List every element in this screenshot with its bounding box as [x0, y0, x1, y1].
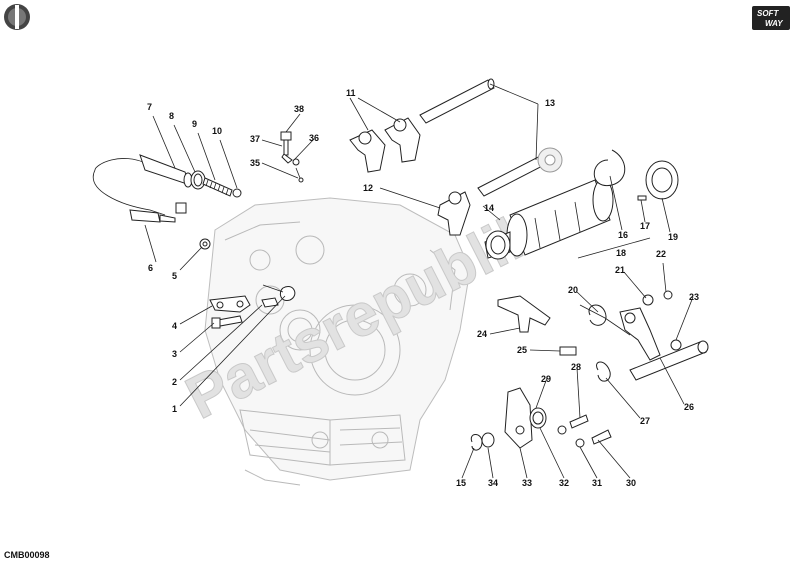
callout-5: 5 — [172, 271, 177, 281]
callout-25: 25 — [517, 345, 527, 355]
spring-clip — [261, 297, 279, 308]
callout-34: 34 — [488, 478, 498, 488]
bolt — [569, 414, 589, 429]
screw — [280, 131, 292, 141]
section-marker-icon — [4, 4, 30, 30]
callout-17: 17 — [640, 221, 650, 231]
callout-20: 20 — [568, 285, 578, 295]
callout-36: 36 — [309, 133, 319, 143]
callout-7: 7 — [147, 102, 152, 112]
callout-21: 21 — [615, 265, 625, 275]
callout-26: 26 — [684, 402, 694, 412]
callout-labels: 1 2 3 4 5 6 7 8 9 10 11 12 13 14 15 16 1… — [147, 88, 699, 488]
callout-18: 18 — [616, 248, 626, 258]
callout-37: 37 — [250, 134, 260, 144]
torsion-spring-27 — [596, 361, 611, 382]
leader-lines — [144, 83, 694, 479]
shift-fork-lower — [437, 191, 471, 236]
callout-9: 9 — [192, 119, 197, 129]
callout-8: 8 — [169, 111, 174, 121]
callout-32: 32 — [559, 478, 569, 488]
callout-31: 31 — [592, 478, 602, 488]
neutral-sensor — [92, 154, 193, 223]
bolt — [591, 429, 612, 445]
svg-text:WAY: WAY — [765, 19, 783, 28]
selector-bracket — [504, 387, 533, 449]
pin — [637, 195, 647, 201]
callout-16: 16 — [618, 230, 628, 240]
svg-text:SOFT: SOFT — [757, 9, 779, 18]
callout-28: 28 — [571, 362, 581, 372]
callout-11: 11 — [346, 88, 356, 98]
fork-shaft — [419, 79, 495, 124]
callout-33: 33 — [522, 478, 532, 488]
crankcase-outline — [204, 197, 471, 486]
softway-logo: SOFT WAY — [752, 6, 790, 30]
callout-38: 38 — [294, 104, 304, 114]
circlip — [593, 149, 626, 186]
callout-2: 2 — [172, 377, 177, 387]
callout-1: 1 — [172, 404, 177, 414]
callout-27: 27 — [640, 416, 650, 426]
shift-fork — [349, 117, 421, 173]
callout-3: 3 — [172, 349, 177, 359]
callout-24: 24 — [477, 329, 487, 339]
bolt — [559, 346, 577, 356]
gear-icon — [537, 147, 563, 173]
callout-23: 23 — [689, 292, 699, 302]
callout-22: 22 — [656, 249, 666, 259]
callout-30: 30 — [626, 478, 636, 488]
diagram-code: CMB00098 — [4, 550, 50, 560]
shift-shaft — [629, 341, 707, 381]
retaining-plate — [497, 295, 551, 333]
return-spring — [588, 304, 607, 326]
callout-13: 13 — [545, 98, 555, 108]
callout-35: 35 — [250, 158, 260, 168]
washer — [575, 438, 585, 448]
callout-4: 4 — [172, 321, 177, 331]
circlip — [470, 434, 483, 451]
ball — [292, 158, 300, 166]
callout-10: 10 — [212, 126, 222, 136]
callout-14: 14 — [484, 203, 494, 213]
spring — [202, 177, 233, 197]
callout-19: 19 — [668, 232, 678, 242]
callout-6: 6 — [148, 263, 153, 273]
callout-29: 29 — [541, 374, 551, 384]
washer — [481, 432, 495, 448]
callout-15: 15 — [456, 478, 466, 488]
callout-12: 12 — [363, 183, 373, 193]
detent-ball — [232, 188, 242, 198]
